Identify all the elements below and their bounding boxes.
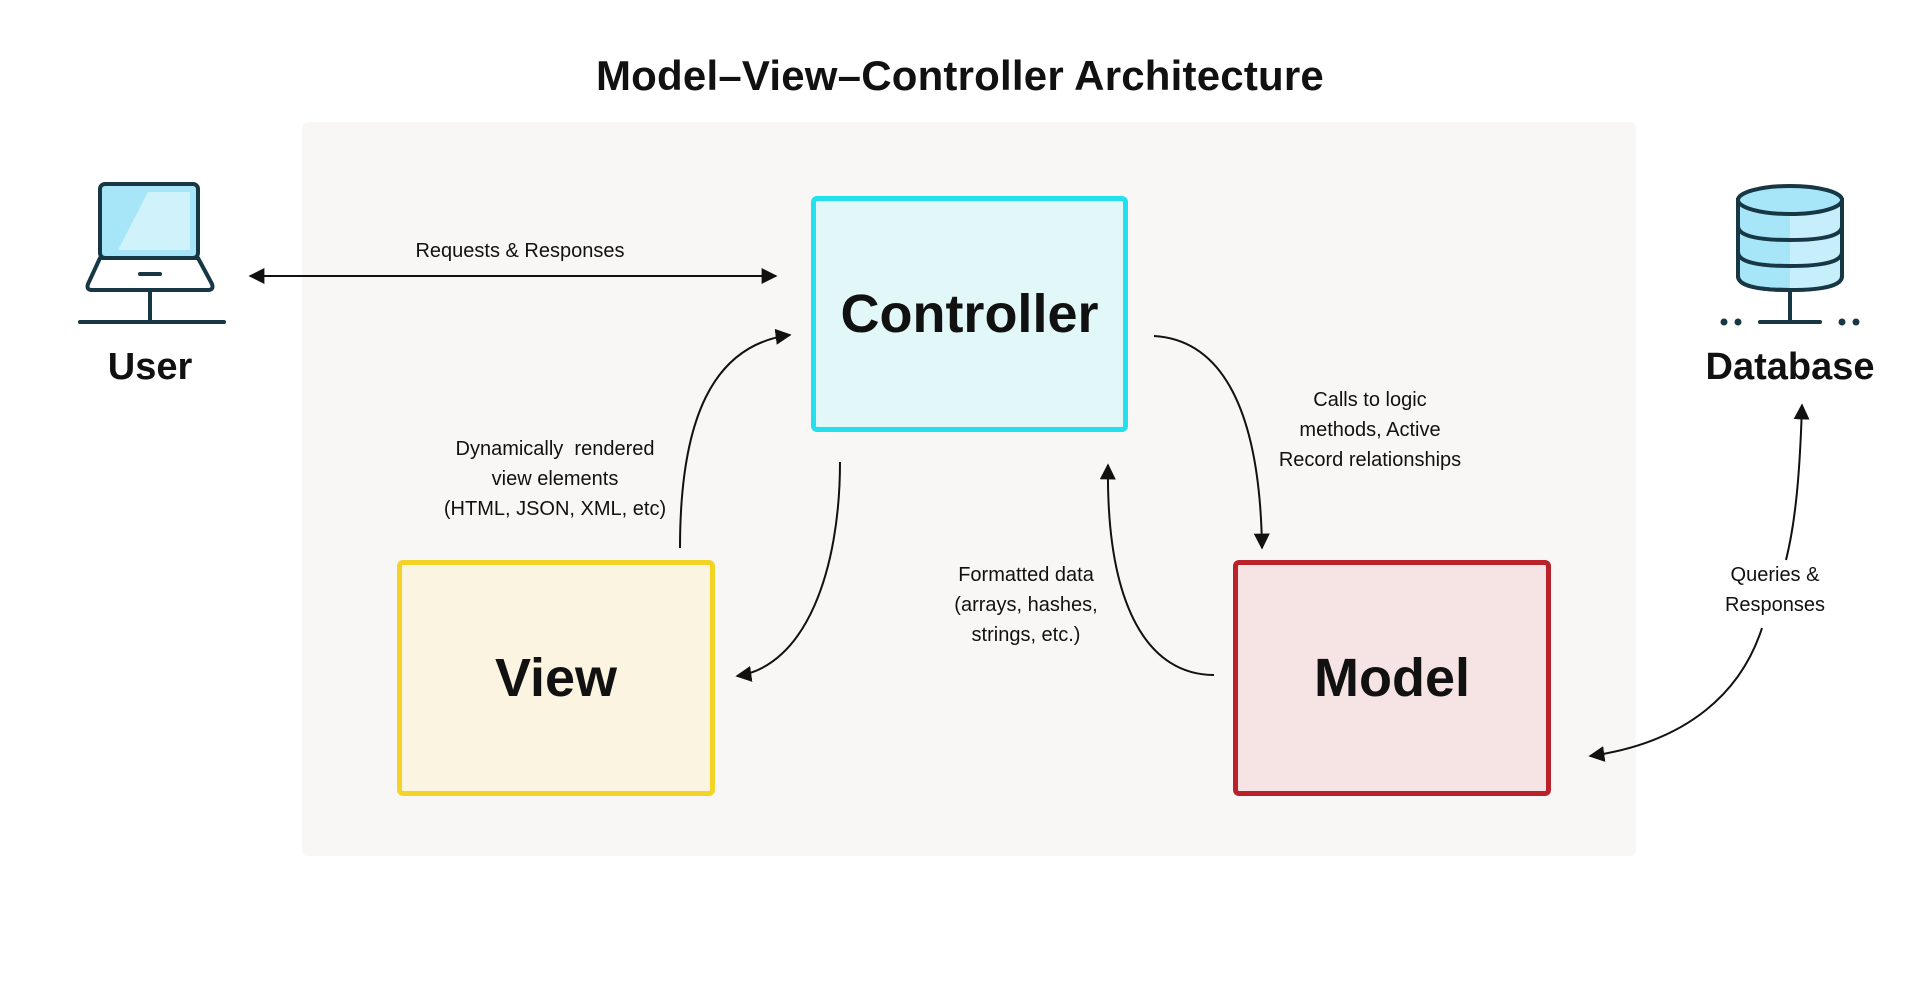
controller-label: Controller <box>840 284 1099 344</box>
model-box: Model <box>1233 560 1551 796</box>
model-label: Model <box>1314 648 1470 708</box>
requests-responses-label: Requests & Responses <box>415 240 625 262</box>
controller-box: Controller <box>811 196 1128 432</box>
queries-responses-label: Queries & Responses <box>1724 564 1826 616</box>
user-label: User <box>107 346 193 388</box>
view-box: View <box>397 560 715 796</box>
calls-logic-label: Calls to logic methods, Active Record re… <box>1278 389 1462 471</box>
laptop-icon <box>78 182 226 324</box>
database-model-arrow <box>1785 403 1810 561</box>
database-icon <box>1720 184 1860 326</box>
dynamic-view-label: Dynamically rendered view elements (HTML… <box>443 438 667 520</box>
view-label: View <box>494 648 618 708</box>
diagram-title: Model–View–Controller Architecture <box>596 52 1324 99</box>
formatted-data-label: Formatted data (arrays, hashes, strings,… <box>954 564 1098 646</box>
database-label: Database <box>1705 346 1875 388</box>
